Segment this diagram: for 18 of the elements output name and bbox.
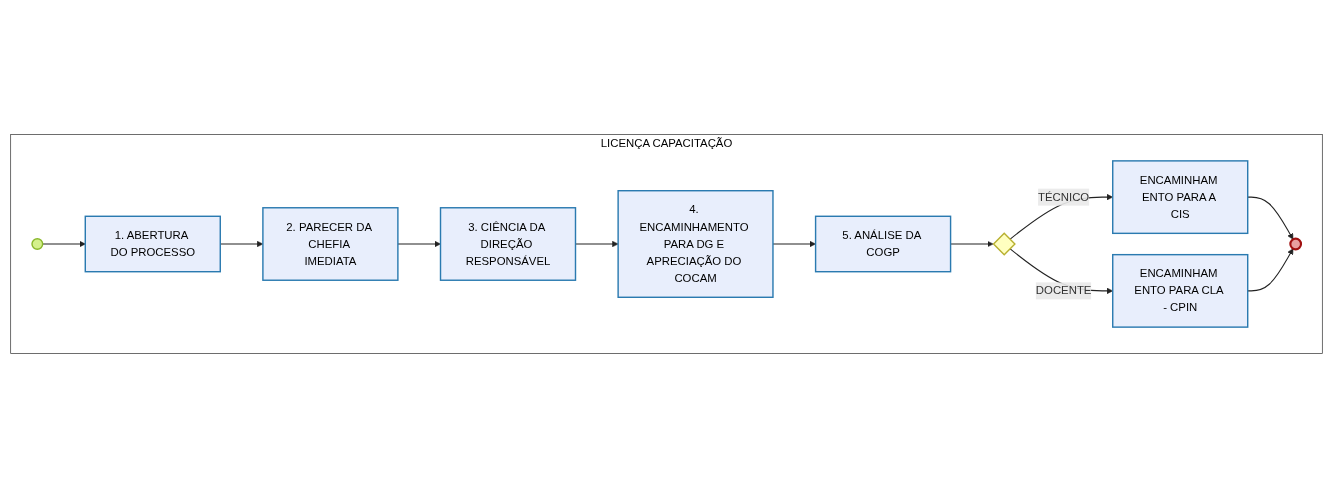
node-box: 1. ABERTURA DO PROCESSO <box>84 215 221 273</box>
arrow <box>1247 196 1294 240</box>
edge-label: TÉCNICO <box>1038 190 1090 203</box>
edge-label: DOCENTE <box>1035 284 1092 297</box>
node-box: ENCAMINHAM ENTO PARA A CIS <box>1112 160 1249 235</box>
arrow <box>397 240 441 248</box>
node-box: 4. ENCAMINHAMENTO PARA DG E APRECIAÇÃO DO COCAM <box>617 190 774 298</box>
node-box: 5. ANÁLISE DA COGP <box>814 215 952 273</box>
node-circle <box>31 237 44 251</box>
arrow <box>772 240 816 248</box>
node-diamond <box>992 232 1016 256</box>
node-circle <box>1289 237 1303 251</box>
arrow <box>42 240 86 248</box>
arrow <box>1247 248 1294 292</box>
node-box: 2. PARECER DA CHEFIA IMEDIATA <box>262 207 399 281</box>
node-box: ENCAMINHAM ENTO PARA CLA - CPIN <box>1112 253 1249 328</box>
node-box: 3. CIÊNCIA DA DIREÇÃO RESPONSÁVEL <box>439 207 577 281</box>
arrow <box>950 240 994 248</box>
